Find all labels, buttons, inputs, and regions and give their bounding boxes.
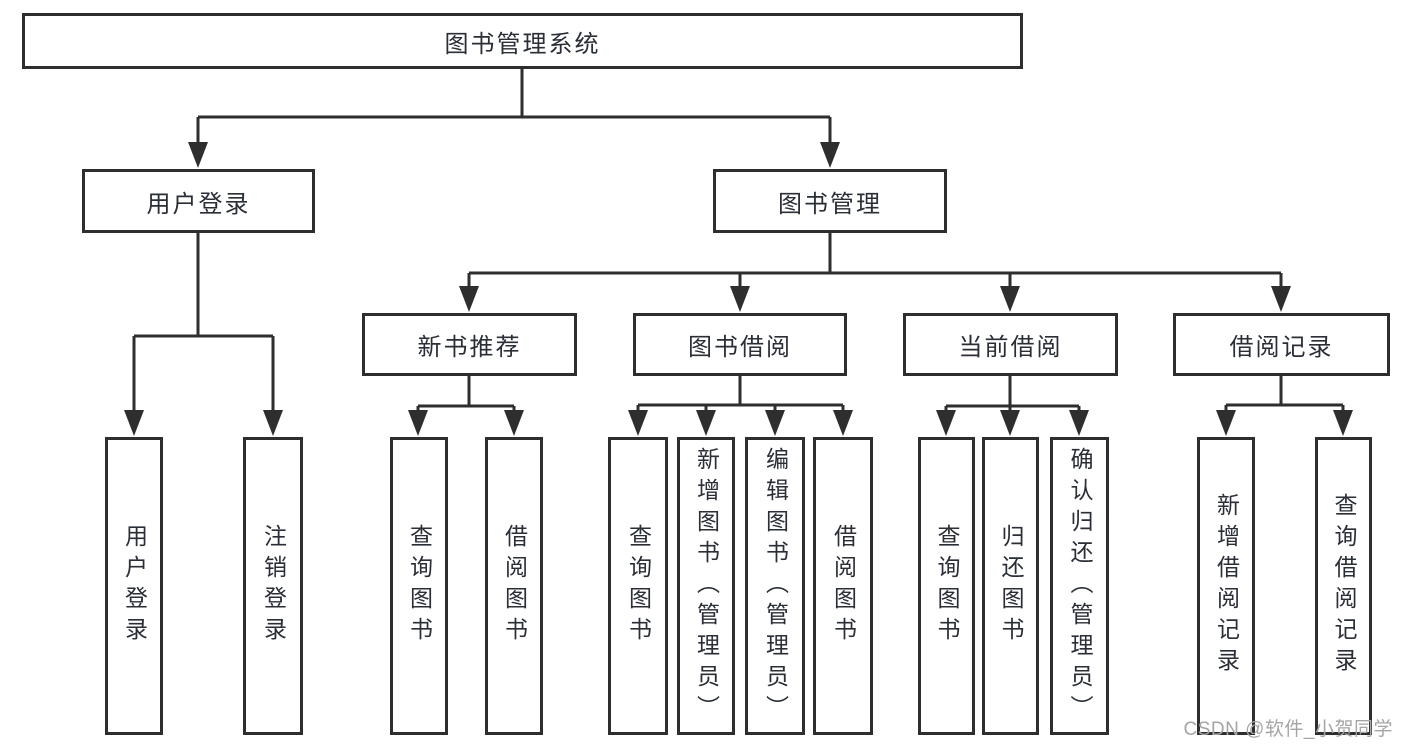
node-borrowing-records: 借阅记录 bbox=[1173, 313, 1390, 376]
leaf-label: 编辑图书（管理员） bbox=[762, 446, 789, 726]
node-user-login: 用户登录 bbox=[82, 169, 315, 233]
node-label: 当前借阅 bbox=[958, 334, 1063, 361]
arrow-down-icon bbox=[936, 410, 956, 436]
arrow-down-icon bbox=[188, 142, 208, 168]
arrow-down-icon bbox=[124, 410, 144, 436]
arrow-down-icon bbox=[833, 410, 853, 436]
leaf-bb-edit-books-admin: 编辑图书（管理员） bbox=[745, 437, 805, 735]
leaf-user-login: 用户登录 bbox=[105, 437, 163, 735]
node-new-book-recommend: 新书推荐 bbox=[362, 313, 577, 376]
leaf-bb-add-books-admin: 新增图书（管理员） bbox=[677, 437, 735, 735]
arrow-down-icon bbox=[730, 286, 750, 312]
arrow-down-icon bbox=[408, 410, 428, 436]
node-label: 图书借阅 bbox=[688, 334, 792, 361]
edges-user-login-to-leaves bbox=[124, 233, 283, 436]
leaf-cb-return-books: 归还图书 bbox=[982, 437, 1039, 735]
arrow-down-icon bbox=[263, 410, 283, 436]
arrow-down-icon bbox=[1069, 410, 1089, 436]
leaf-label: 查询图书 bbox=[934, 524, 960, 648]
leaf-logout: 注销登录 bbox=[243, 437, 303, 735]
leaf-nbr-query-books: 查询图书 bbox=[390, 437, 448, 735]
leaf-label: 借阅图书 bbox=[501, 524, 528, 648]
arrow-down-icon bbox=[459, 286, 479, 312]
node-current-borrowing: 当前借阅 bbox=[903, 313, 1118, 376]
arrow-down-icon bbox=[696, 410, 716, 436]
edges-book-borrowing-to-leaves bbox=[628, 376, 853, 436]
arrow-down-icon bbox=[504, 410, 524, 436]
arrow-down-icon bbox=[628, 410, 648, 436]
watermark: CSDN @软件_小贺同学 bbox=[1183, 719, 1393, 740]
arrow-down-icon bbox=[1271, 286, 1291, 312]
arrow-down-icon bbox=[765, 410, 785, 436]
leaf-label: 查询图书 bbox=[625, 524, 652, 648]
node-root-system: 图书管理系统 bbox=[22, 13, 1023, 69]
arrow-down-icon bbox=[820, 142, 840, 168]
arrow-down-icon bbox=[1216, 410, 1236, 436]
leaf-label: 借阅图书 bbox=[830, 524, 857, 648]
leaf-label: 新增图书（管理员） bbox=[693, 446, 720, 726]
leaf-bb-borrow-books: 借阅图书 bbox=[813, 437, 873, 735]
leaf-label: 注销登录 bbox=[260, 524, 287, 648]
leaf-label: 归还图书 bbox=[998, 524, 1024, 648]
node-label: 借阅记录 bbox=[1229, 334, 1334, 361]
leaf-bb-query-books: 查询图书 bbox=[608, 437, 668, 735]
edges-current-borrowing-to-leaves bbox=[936, 376, 1089, 436]
leaf-nbr-borrow-books: 借阅图书 bbox=[485, 437, 543, 735]
leaf-label: 新增借阅记录 bbox=[1213, 493, 1240, 679]
leaf-label: 用户登录 bbox=[121, 524, 148, 648]
node-book-borrowing: 图书借阅 bbox=[633, 313, 847, 376]
edges-new-book-recommend-to-leaves bbox=[408, 376, 524, 436]
edges-root-to-level2 bbox=[188, 69, 840, 168]
leaf-label: 查询图书 bbox=[406, 524, 433, 648]
leaf-cb-confirm-return-admin: 确认归还（管理员） bbox=[1050, 437, 1109, 735]
leaf-br-query-record: 查询借阅记录 bbox=[1315, 437, 1372, 735]
node-book-management: 图书管理 bbox=[713, 169, 947, 233]
leaf-cb-query-books: 查询图书 bbox=[918, 437, 975, 735]
leaf-label: 查询借阅记录 bbox=[1331, 493, 1357, 679]
node-label: 新书推荐 bbox=[417, 334, 522, 361]
node-label: 图书管理系统 bbox=[444, 30, 601, 58]
leaf-br-add-record: 新增借阅记录 bbox=[1197, 437, 1255, 735]
arrow-down-icon bbox=[1333, 410, 1353, 436]
node-label: 图书管理 bbox=[778, 190, 882, 218]
arrow-down-icon bbox=[1000, 286, 1020, 312]
edges-book-management-to-level3 bbox=[459, 233, 1291, 312]
node-label: 用户登录 bbox=[146, 190, 251, 218]
leaf-label: 确认归还（管理员） bbox=[1067, 446, 1093, 726]
edges-borrowing-records-to-leaves bbox=[1216, 376, 1353, 436]
arrow-down-icon bbox=[1000, 410, 1020, 436]
